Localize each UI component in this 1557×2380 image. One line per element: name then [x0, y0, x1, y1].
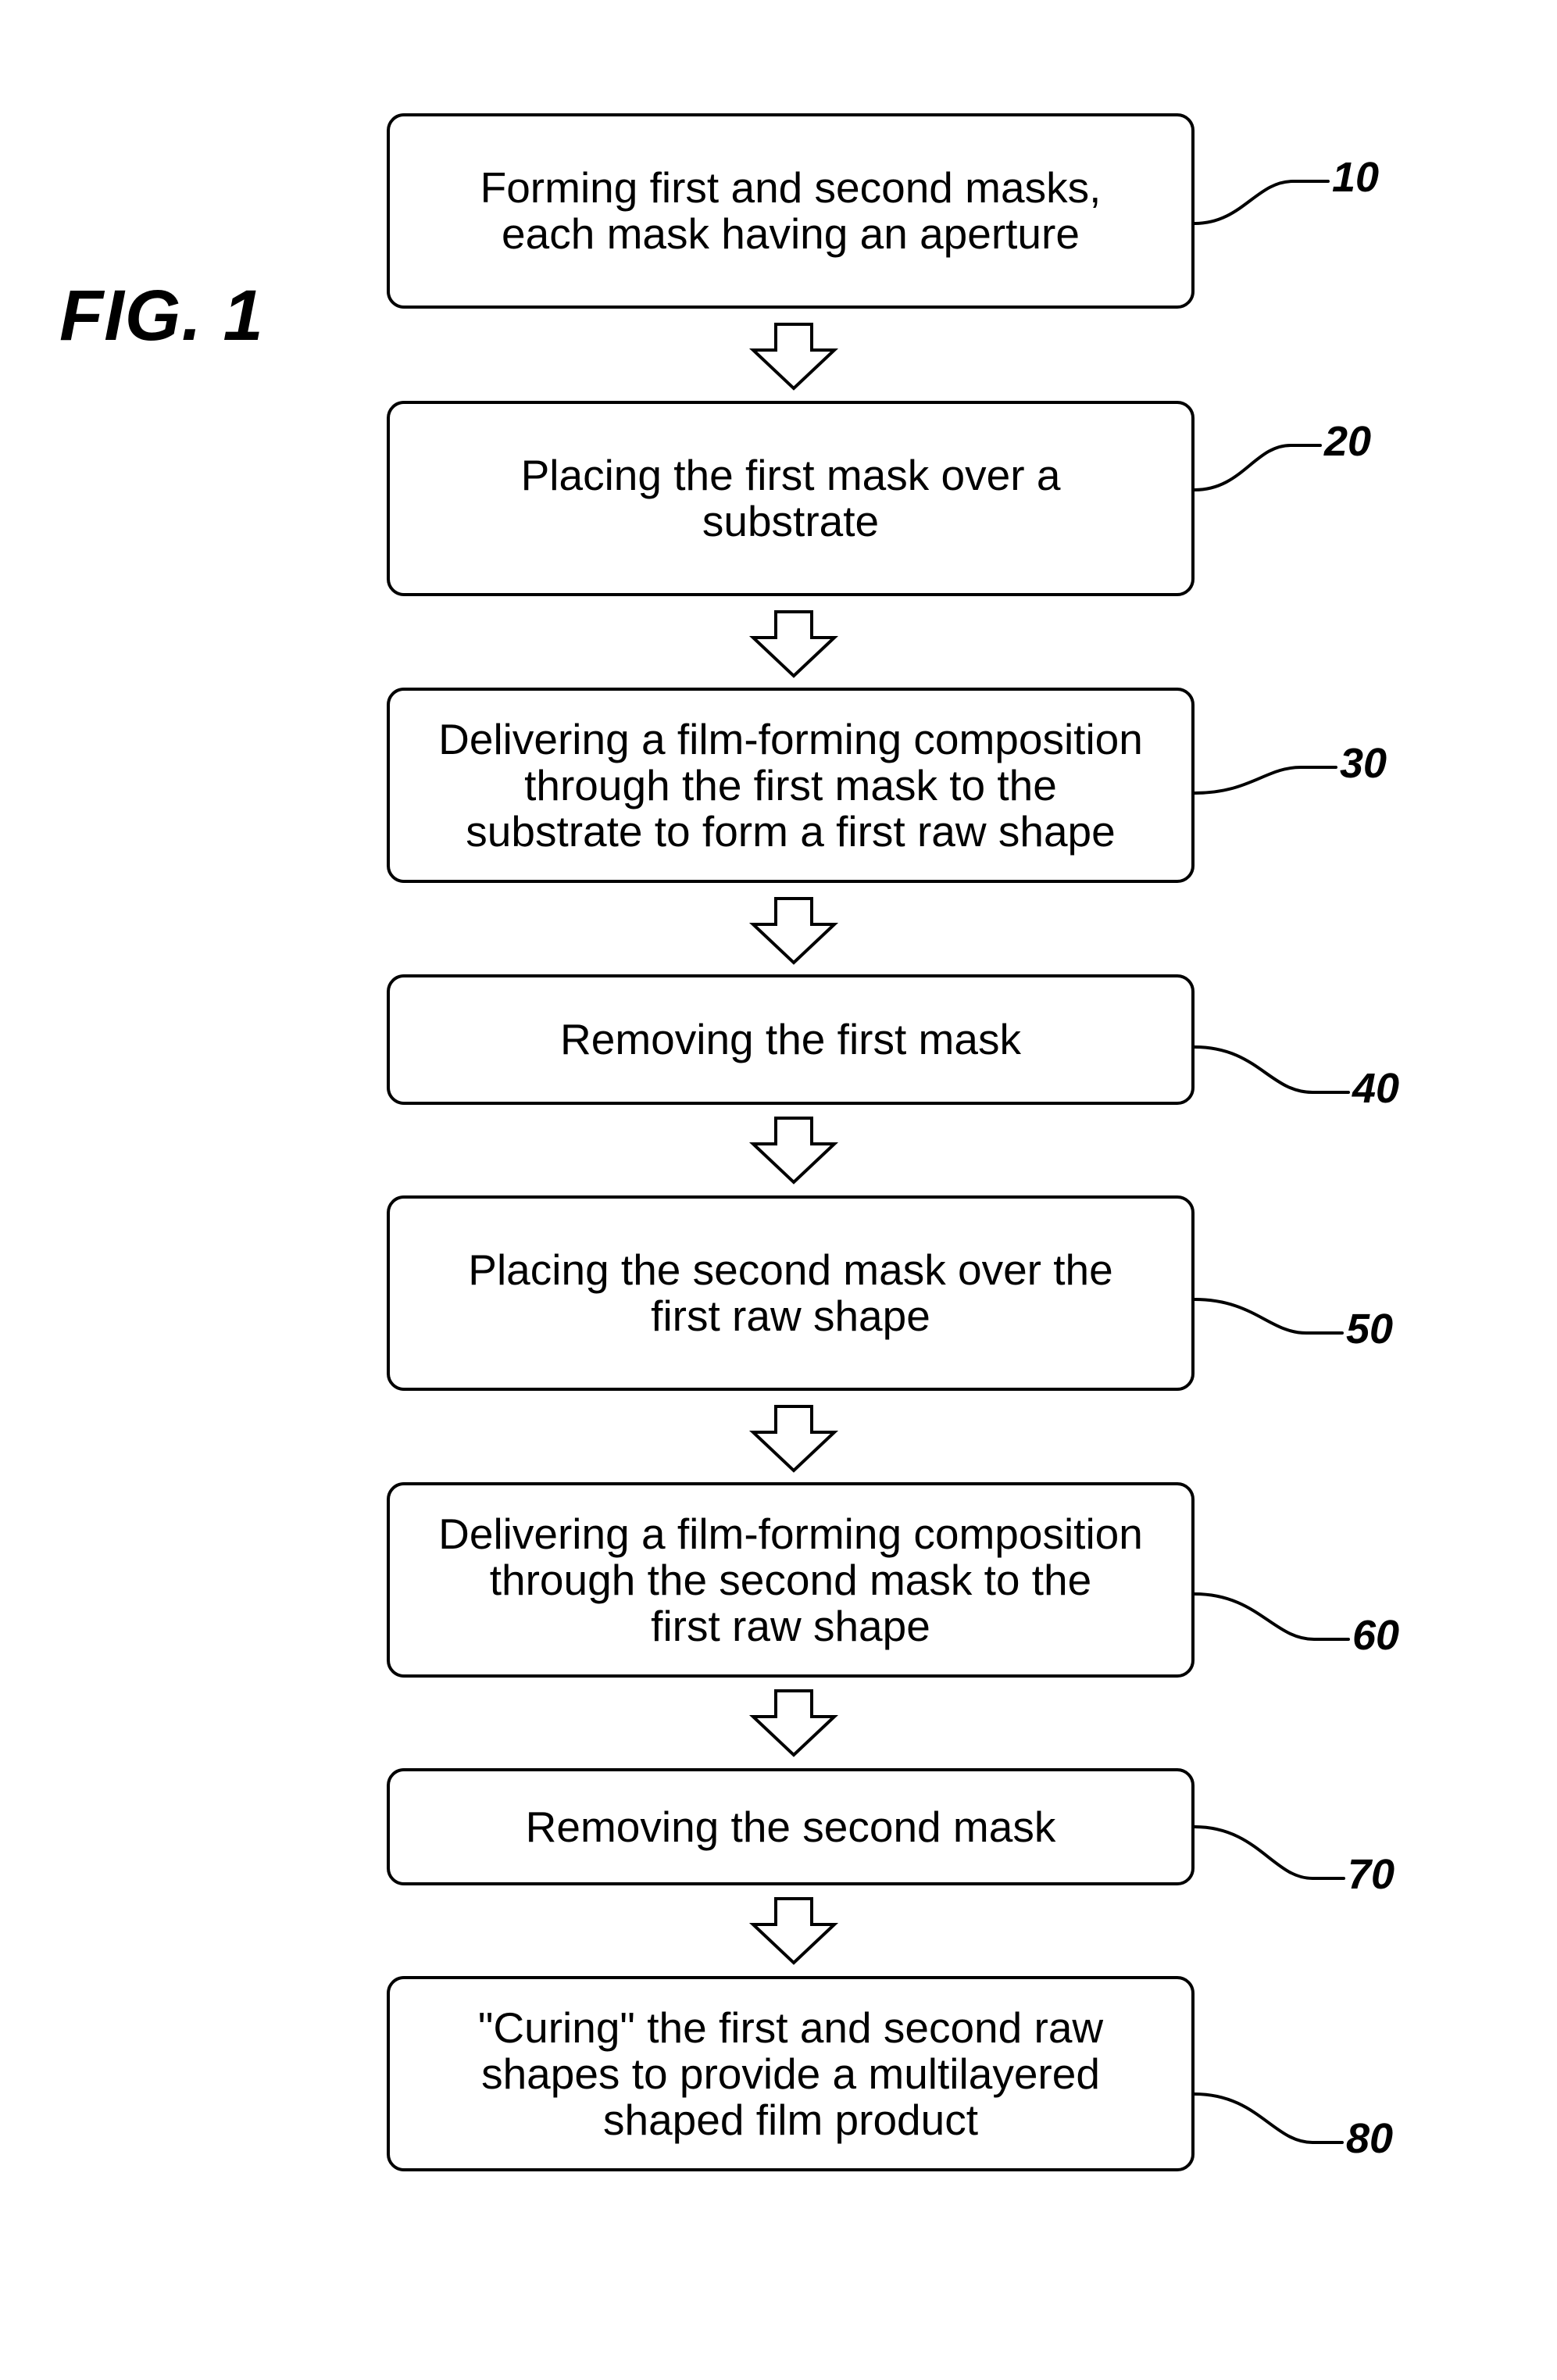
- step-box-70: Removing the second mask: [387, 1768, 1195, 1885]
- down-arrow-3: [753, 899, 834, 963]
- reference-numeral-70: 70: [1348, 1850, 1395, 1899]
- down-arrow-4: [753, 1118, 834, 1182]
- leader-line-70: [1195, 1827, 1344, 1878]
- reference-numeral-30: 30: [1340, 739, 1387, 788]
- leader-line-10: [1195, 181, 1328, 223]
- leader-line-40: [1195, 1047, 1348, 1092]
- step-box-20: Placing the first mask over a substrate: [387, 401, 1195, 596]
- reference-numeral-50: 50: [1346, 1305, 1393, 1353]
- leader-line-60: [1195, 1594, 1348, 1639]
- down-arrow-6: [753, 1691, 834, 1755]
- step-box-60: Delivering a film-forming composition th…: [387, 1482, 1195, 1678]
- step-text-40: Removing the first mask: [545, 1017, 1037, 1063]
- reference-numeral-40: 40: [1352, 1064, 1399, 1113]
- reference-numeral-20: 20: [1324, 417, 1371, 466]
- figure-title: FIG. 1: [59, 275, 264, 357]
- down-arrow-1: [753, 324, 834, 388]
- down-arrow-5: [753, 1406, 834, 1471]
- step-text-60: Delivering a film-forming composition th…: [423, 1511, 1159, 1649]
- step-text-30: Delivering a film-forming composition th…: [423, 717, 1159, 855]
- step-text-10: Forming first and second masks, each mas…: [465, 165, 1117, 257]
- step-box-50: Placing the second mask over the first r…: [387, 1195, 1195, 1391]
- reference-numeral-60: 60: [1352, 1611, 1399, 1660]
- reference-numeral-80: 80: [1346, 2114, 1393, 2163]
- leader-line-80: [1195, 2094, 1342, 2142]
- leader-line-30: [1195, 767, 1336, 793]
- step-box-80: "Curing" the first and second raw shapes…: [387, 1976, 1195, 2171]
- step-text-50: Placing the second mask over the first r…: [452, 1247, 1128, 1339]
- step-box-40: Removing the first mask: [387, 974, 1195, 1105]
- step-text-20: Placing the first mask over a substrate: [505, 452, 1077, 545]
- step-text-80: "Curing" the first and second raw shapes…: [462, 2005, 1119, 2143]
- leader-line-20: [1195, 445, 1320, 490]
- down-arrow-2: [753, 612, 834, 676]
- step-box-10: Forming first and second masks, each mas…: [387, 113, 1195, 309]
- leader-line-50: [1195, 1299, 1342, 1333]
- step-text-70: Removing the second mask: [510, 1804, 1072, 1850]
- step-box-30: Delivering a film-forming composition th…: [387, 688, 1195, 883]
- reference-numeral-10: 10: [1332, 153, 1379, 202]
- down-arrow-7: [753, 1899, 834, 1963]
